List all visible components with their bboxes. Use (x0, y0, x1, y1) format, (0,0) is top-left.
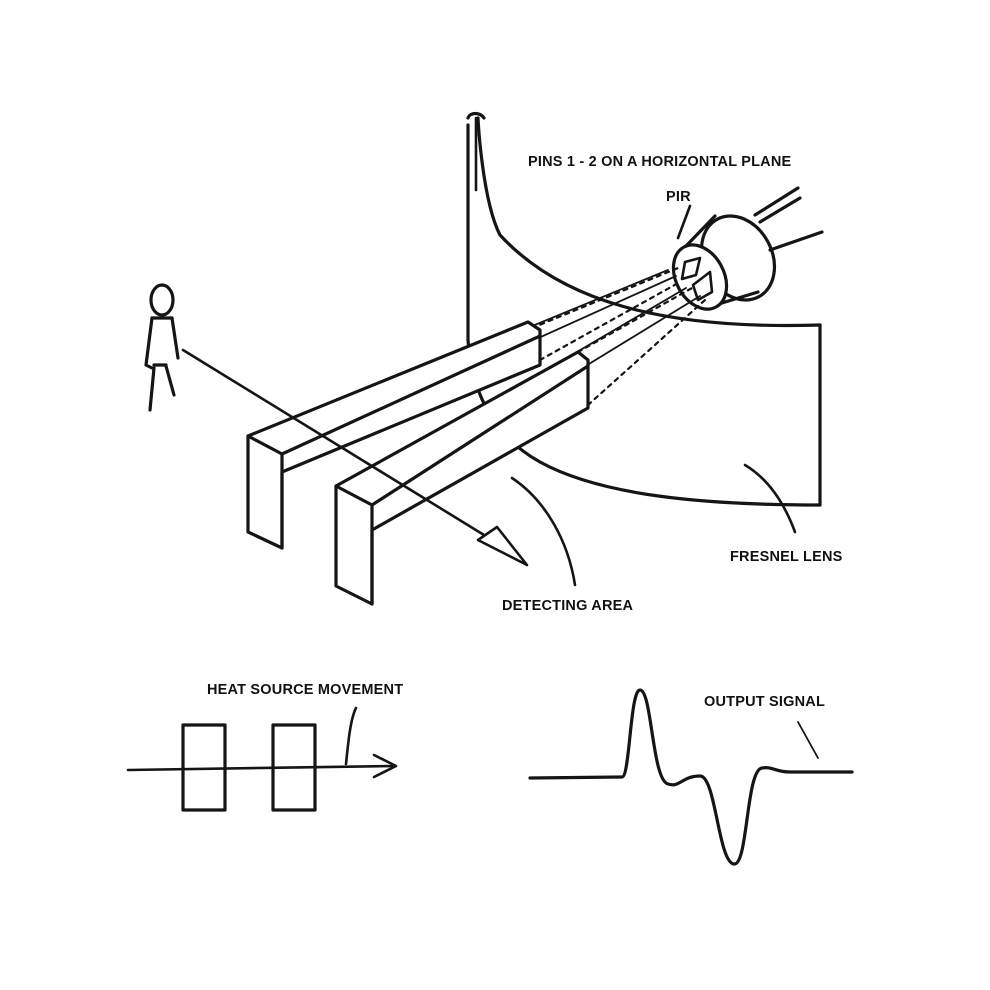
label-pir: PIR (666, 189, 691, 205)
label-output-signal: OUTPUT SIGNAL (704, 694, 825, 710)
label-heat-source-movement: HEAT SOURCE MOVEMENT (207, 682, 403, 698)
detecting-leader-line (510, 476, 577, 587)
detection-zone-1 (246, 320, 542, 550)
movement-arrow (181, 348, 529, 567)
label-pins: PINS 1 - 2 ON A HORIZONTAL PLANE (528, 154, 792, 170)
label-fresnel-lens: FRESNEL LENS (730, 549, 843, 565)
pir-sensor-shape (671, 186, 824, 311)
pir-leader-line (676, 204, 692, 240)
output-signal-waveform (528, 688, 854, 866)
fresnel-lens-shape (466, 111, 822, 507)
person-figure (144, 283, 180, 412)
detection-zone-2 (334, 350, 590, 606)
fresnel-leader-line (743, 463, 797, 534)
heat-source-diagram (126, 706, 398, 812)
label-detecting-area: DETECTING AREA (502, 598, 633, 614)
